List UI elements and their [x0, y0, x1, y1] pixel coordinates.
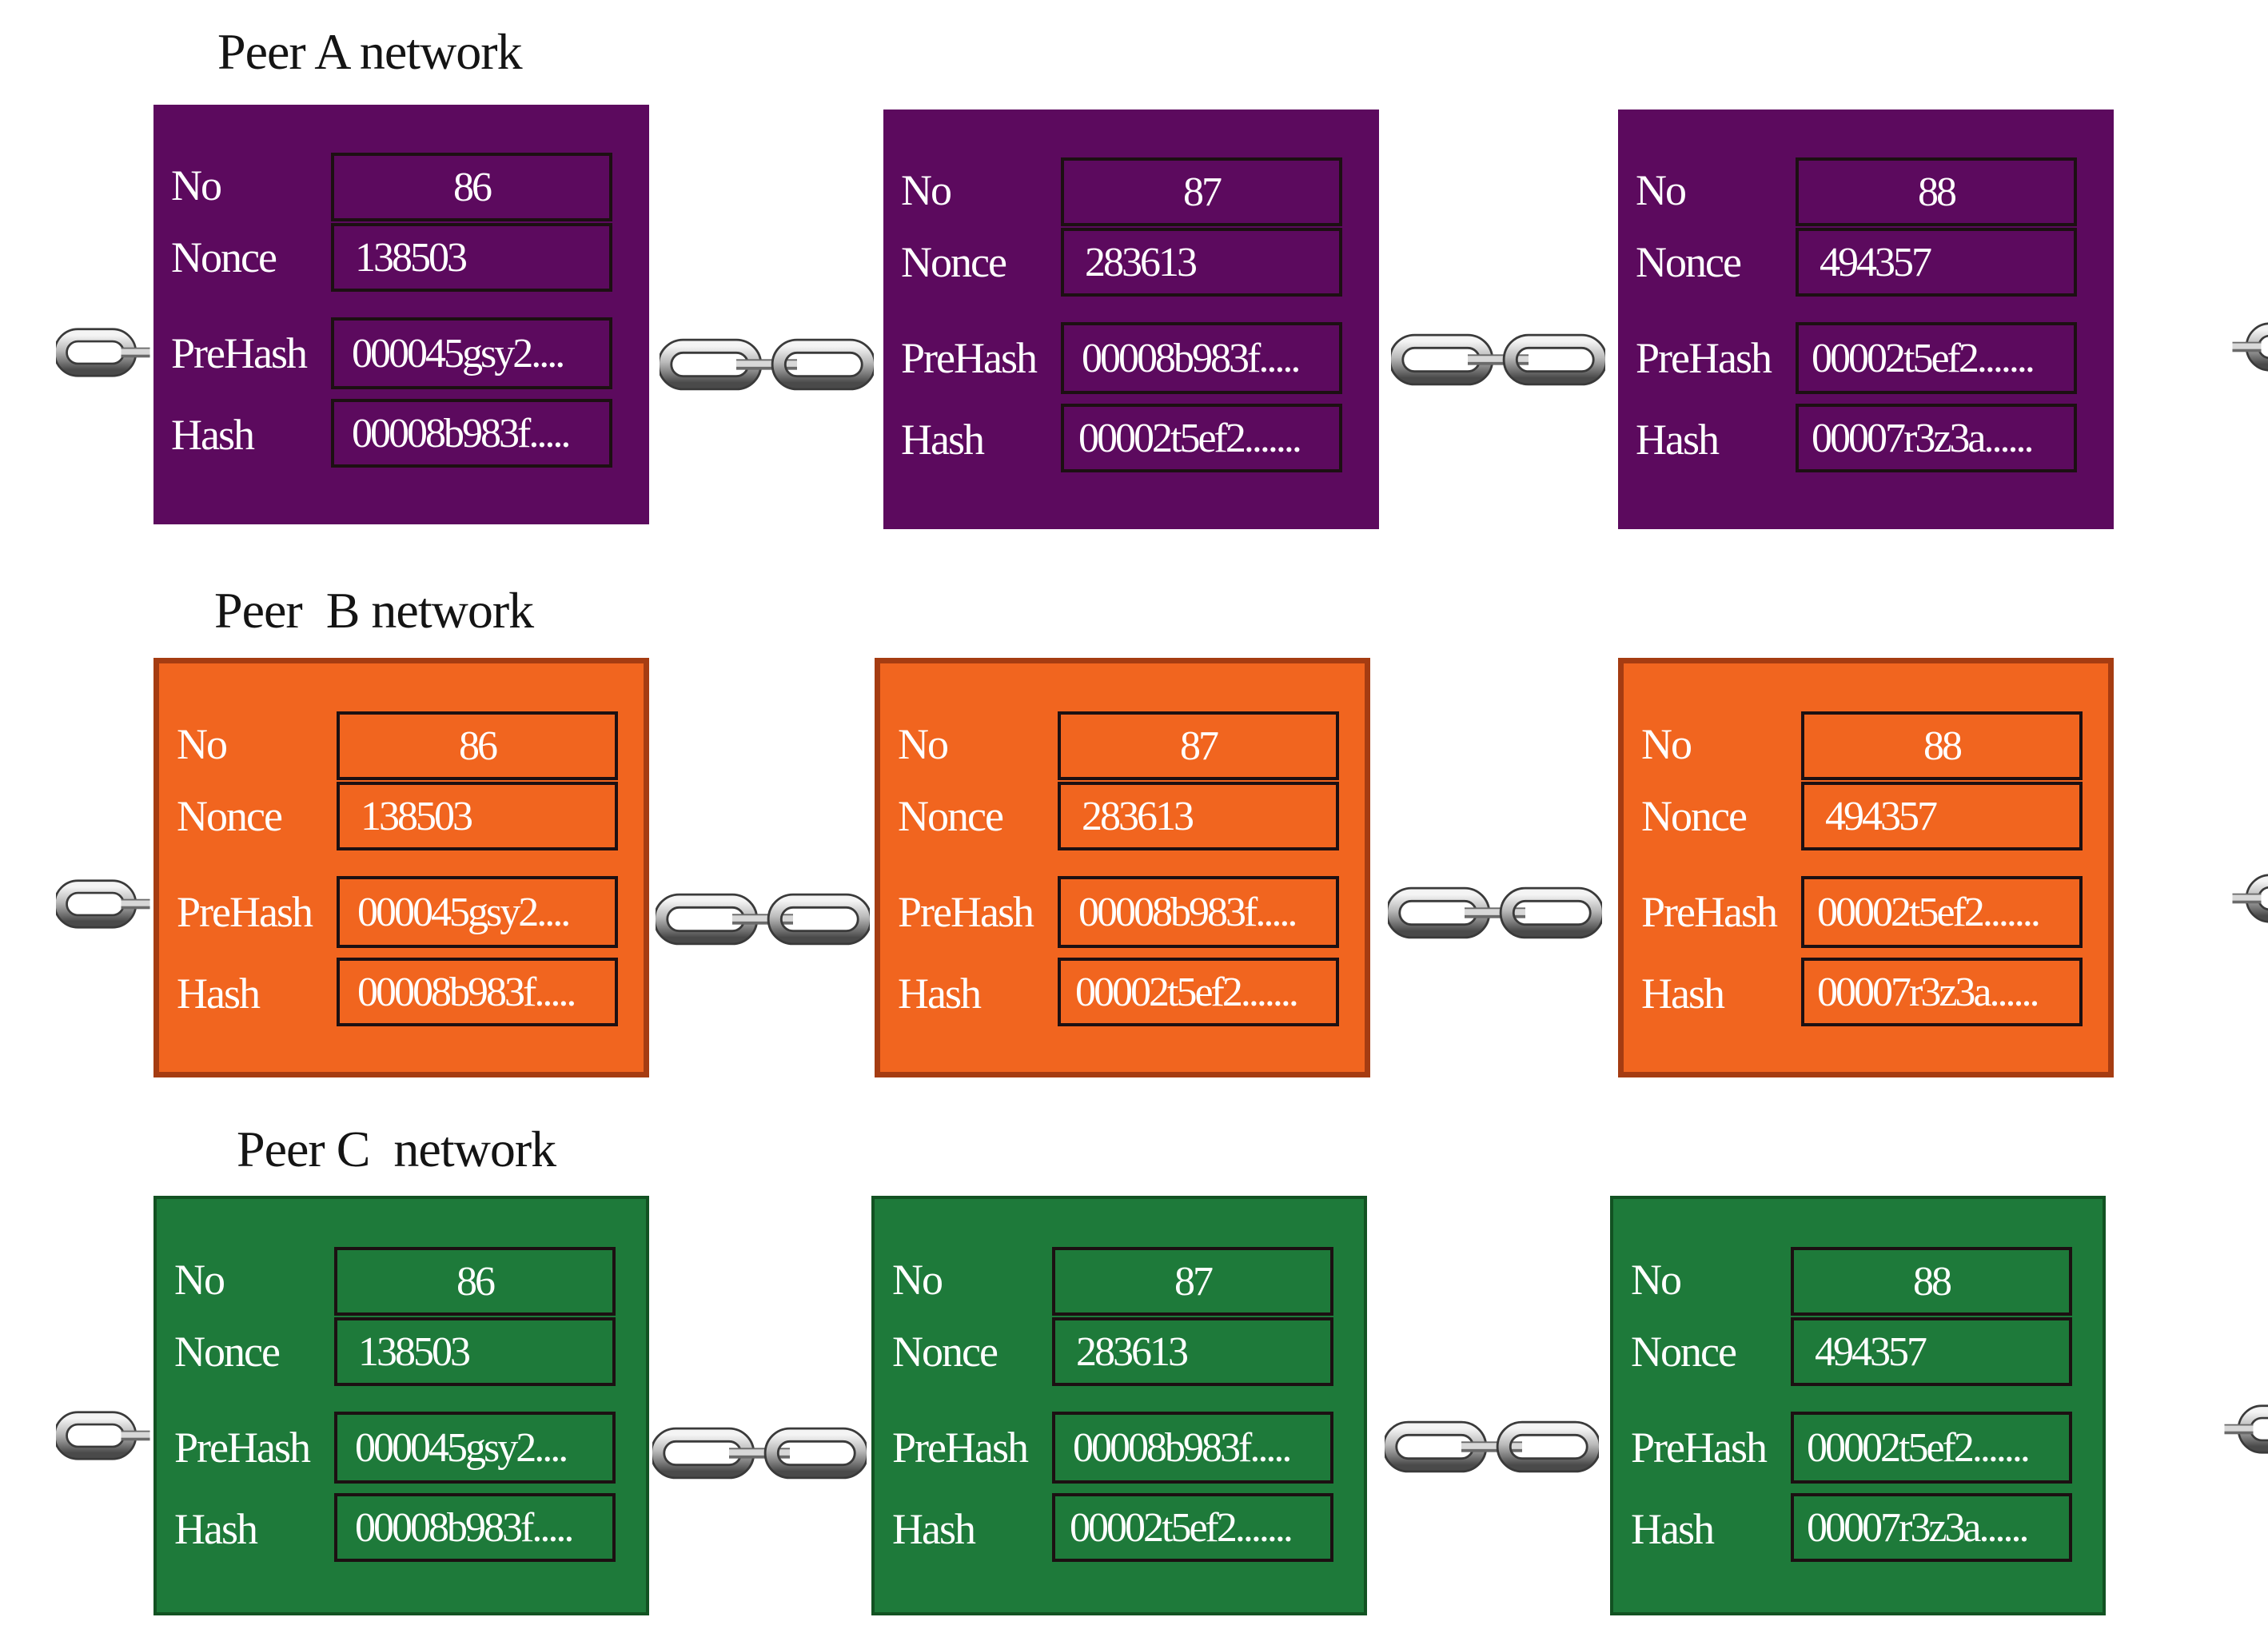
nonce-label: Nonce	[898, 792, 1004, 840]
block-hash-value: 00007r3z3a......	[1796, 404, 2077, 472]
block-no-value: 86	[337, 711, 618, 780]
block-no-value: 88	[1791, 1247, 2072, 1316]
block-prehash-value: 00008b983f.....	[1058, 876, 1339, 948]
block-nonce-value: 138503	[334, 1317, 616, 1386]
hash-label: Hash	[898, 970, 982, 1018]
peer-a-block-86: No 86 Nonce 138503 PreHash 000045gsy2.... H…	[153, 105, 649, 524]
nonce-label: Nonce	[1631, 1328, 1737, 1376]
nonce-label: Nonce	[892, 1328, 998, 1376]
block-prehash-value: 00002t5ef2.......	[1791, 1412, 2072, 1484]
no-label: No	[1641, 720, 1692, 768]
block-hash-value: 00002t5ef2.......	[1061, 404, 1342, 472]
chain-link-icon	[1388, 882, 1602, 943]
chain-link-icon	[660, 334, 874, 395]
peer-a-block-88: No 88 Nonce 494357 PreHash 00002t5ef2......…	[1618, 110, 2114, 529]
block-hash-value: 00007r3z3a......	[1801, 958, 2083, 1026]
block-nonce-value: 494357	[1801, 782, 2083, 850]
block-nonce-value: 494357	[1796, 228, 2077, 297]
block-hash-value: 00008b983f.....	[337, 958, 618, 1026]
block-hash-value: 00008b983f.....	[331, 399, 612, 468]
prehash-label: PreHash	[177, 888, 313, 936]
nonce-label: Nonce	[171, 233, 277, 281]
chain-link-icon	[656, 889, 870, 950]
block-prehash-value: 000045gsy2....	[334, 1412, 616, 1484]
block-no-value: 88	[1796, 157, 2077, 226]
nonce-label: Nonce	[174, 1328, 281, 1376]
peer-b-title: Peer B network	[214, 582, 534, 639]
no-label: No	[1631, 1256, 1682, 1304]
block-prehash-value: 00008b983f.....	[1061, 322, 1342, 394]
no-label: No	[901, 166, 952, 214]
chain-link-icon	[1385, 1416, 1599, 1477]
block-no-value: 88	[1801, 711, 2083, 780]
hash-label: Hash	[177, 970, 261, 1018]
prehash-label: PreHash	[1631, 1424, 1768, 1472]
block-prehash-value: 000045gsy2....	[337, 876, 618, 948]
hash-label: Hash	[901, 416, 985, 464]
block-nonce-value: 283613	[1061, 228, 1342, 297]
nonce-label: Nonce	[901, 238, 1007, 286]
hash-label: Hash	[174, 1505, 258, 1553]
prehash-label: PreHash	[1641, 888, 1778, 936]
peer-b-block-88: No 88 Nonce 494357 PreHash 00002t5ef2......…	[1618, 658, 2114, 1077]
peer-c-block-86: No 86 Nonce 138503 PreHash 000045gsy2.... H…	[153, 1196, 649, 1615]
block-nonce-value: 494357	[1791, 1317, 2072, 1386]
chain-link-icon	[2224, 1400, 2268, 1458]
block-hash-value: 00008b983f.....	[334, 1493, 616, 1562]
block-hash-value: 00002t5ef2.......	[1052, 1493, 1333, 1562]
prehash-label: PreHash	[174, 1424, 311, 1472]
block-prehash-value: 000045gsy2....	[331, 317, 612, 389]
chain-link-icon	[2232, 870, 2268, 927]
nonce-label: Nonce	[177, 792, 283, 840]
no-label: No	[177, 720, 228, 768]
hash-label: Hash	[1636, 416, 1720, 464]
no-label: No	[174, 1256, 225, 1304]
block-prehash-value: 00002t5ef2.......	[1796, 322, 2077, 394]
nonce-label: Nonce	[1636, 238, 1742, 286]
peer-c-block-88: No 88 Nonce 494357 PreHash 00002t5ef2......…	[1610, 1196, 2106, 1615]
prehash-label: PreHash	[901, 334, 1038, 382]
block-nonce-value: 283613	[1052, 1317, 1333, 1386]
no-label: No	[898, 720, 949, 768]
no-label: No	[1636, 166, 1687, 214]
hash-label: Hash	[171, 411, 255, 459]
prehash-label: PreHash	[1636, 334, 1772, 382]
block-no-value: 87	[1058, 711, 1339, 780]
chain-link-icon	[652, 1423, 867, 1484]
block-no-value: 86	[334, 1247, 616, 1316]
nonce-label: Nonce	[1641, 792, 1748, 840]
chain-link-icon	[56, 1407, 150, 1464]
peer-b-block-86: No 86 Nonce 138503 PreHash 000045gsy2.... H…	[153, 658, 649, 1077]
block-nonce-value: 138503	[337, 782, 618, 850]
hash-label: Hash	[1631, 1505, 1715, 1553]
peer-a-title: Peer A network	[217, 23, 523, 80]
block-prehash-value: 00002t5ef2.......	[1801, 876, 2083, 948]
chain-link-icon	[2232, 318, 2268, 376]
block-prehash-value: 00008b983f.....	[1052, 1412, 1333, 1484]
prehash-label: PreHash	[892, 1424, 1029, 1472]
chain-link-icon	[56, 875, 150, 933]
no-label: No	[892, 1256, 943, 1304]
block-no-value: 87	[1061, 157, 1342, 226]
block-no-value: 86	[331, 153, 612, 221]
block-hash-value: 00002t5ef2.......	[1058, 958, 1339, 1026]
block-nonce-value: 283613	[1058, 782, 1339, 850]
hash-label: Hash	[892, 1505, 976, 1553]
block-nonce-value: 138503	[331, 223, 612, 292]
chain-link-icon	[56, 324, 150, 381]
no-label: No	[171, 161, 222, 209]
block-hash-value: 00007r3z3a......	[1791, 1493, 2072, 1562]
chain-link-icon	[1391, 329, 1605, 390]
prehash-label: PreHash	[898, 888, 1034, 936]
block-no-value: 87	[1052, 1247, 1333, 1316]
prehash-label: PreHash	[171, 329, 308, 377]
peer-c-title: Peer C network	[237, 1121, 556, 1177]
hash-label: Hash	[1641, 970, 1725, 1018]
